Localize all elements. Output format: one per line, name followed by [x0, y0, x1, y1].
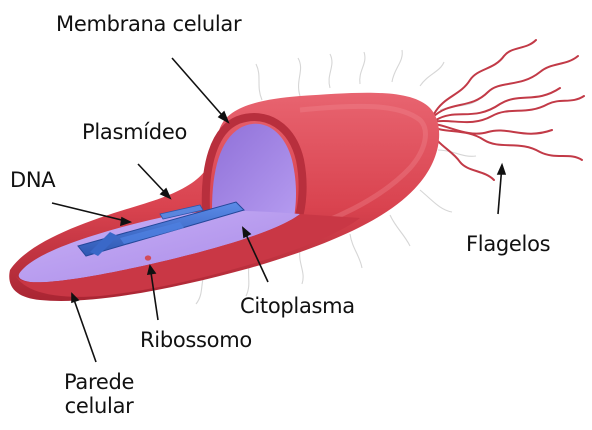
label-ribossomo: Ribossomo	[140, 328, 252, 352]
label-parede-line1: Parede	[64, 370, 134, 394]
label-citoplasma: Citoplasma	[240, 294, 355, 318]
flagella	[430, 40, 584, 180]
label-parede-line2: celular	[64, 394, 134, 418]
ribosome	[145, 255, 151, 260]
label-parede-celular: Parede celular	[64, 370, 134, 418]
label-dna: DNA	[10, 168, 55, 192]
label-plasmideo: Plasmídeo	[82, 120, 187, 144]
label-membrana-celular: Membrana celular	[56, 12, 241, 36]
label-flagelos: Flagelos	[466, 232, 550, 256]
